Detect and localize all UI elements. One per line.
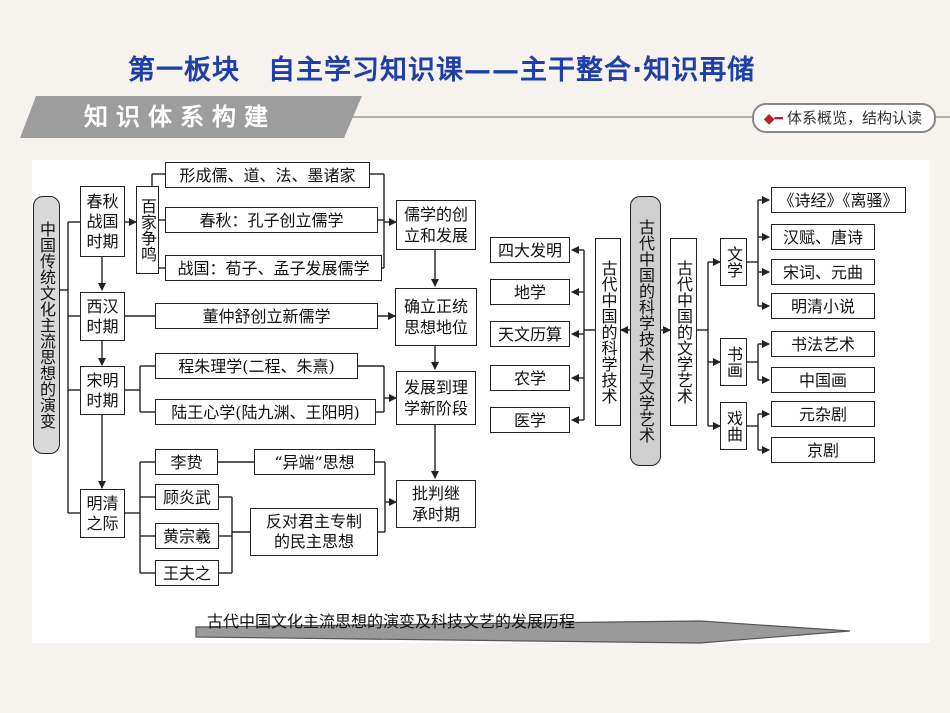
root-sci-lit: 古代中国的科学技术与文学艺术 xyxy=(630,196,661,466)
period-mingqing: 明清之际 xyxy=(80,489,125,538)
item-dong: 董仲舒创立新儒学 xyxy=(155,303,378,329)
shuhua-item-1: 书法艺术 xyxy=(771,331,875,357)
thinker-huang: 黄宗羲 xyxy=(155,523,219,549)
wenxue-item-3: 宋词、元曲 xyxy=(771,259,875,285)
wenxue-item-4: 明清小说 xyxy=(771,293,875,319)
item-heresy: “异端”思想 xyxy=(254,449,375,475)
group-xiqu: 戏曲 xyxy=(720,402,747,450)
timeline-arrow xyxy=(195,620,851,644)
group-wenxue: 文学 xyxy=(720,238,747,286)
stage-create: 儒学的创立和发展 xyxy=(396,200,476,250)
section-subtitle: 体系概览，结构认读 xyxy=(786,109,922,127)
banner-divider xyxy=(340,116,950,118)
literature-label: 古代中国的文学艺术 xyxy=(670,238,697,426)
page-title: 第一板块 自主学习知识课——主干整合·知识再储 xyxy=(128,55,756,86)
item-confucius: 春秋：孔子创立儒学 xyxy=(165,207,378,233)
period-chunqiu: 春秋战国时期 xyxy=(80,186,125,257)
science-item-4: 农学 xyxy=(490,365,570,391)
thinker-gu: 顾炎武 xyxy=(155,484,219,510)
xiqu-item-1: 元杂剧 xyxy=(771,401,875,427)
stage-critique: 批判继承时期 xyxy=(396,480,476,528)
root-mainstream-thought: 中国传统文化主流思想的演变 xyxy=(33,196,60,454)
period-baijia: 百家争鸣 xyxy=(136,186,159,274)
science-label: 古代中国的科学技术 xyxy=(595,238,621,426)
timeline-caption: 古代中国文化主流思想的演变及科技文艺的发展历程 xyxy=(207,612,576,631)
science-item-3: 天文历算 xyxy=(490,321,570,347)
xiqu-item-2: 京剧 xyxy=(771,437,875,463)
period-xihan: 西汉时期 xyxy=(80,292,125,341)
science-item-2: 地学 xyxy=(490,279,570,305)
wenxue-item-2: 汉赋、唐诗 xyxy=(771,224,875,250)
stage-neo: 发展到理学新阶段 xyxy=(396,371,476,425)
science-item-1: 四大发明 xyxy=(490,237,570,263)
science-item-5: 医学 xyxy=(490,407,570,433)
item-xunzi-mencius: 战国：荀子、孟子发展儒学 xyxy=(165,255,382,281)
section-subtitle-badge: ◆━体系概览，结构认读 xyxy=(751,103,936,133)
section-banner: 知识体系构建 ◆━体系概览，结构认读 xyxy=(0,96,950,142)
item-anti-autocracy: 反对君主专制的民主思想 xyxy=(250,508,378,556)
item-chengzhu: 程朱理学(二程、朱熹) xyxy=(155,353,358,379)
item-luwang: 陆王心学(陆九渊、王阳明) xyxy=(155,399,376,425)
thinker-lizhi: 李贽 xyxy=(155,449,218,475)
stage-orthodox: 确立正统思想地位 xyxy=(395,288,477,346)
wenxue-item-1: 《诗经》《离骚》 xyxy=(771,187,906,213)
shuhua-item-2: 中国画 xyxy=(771,367,875,393)
section-title: 知识体系构建 xyxy=(20,96,362,138)
item-form-schools: 形成儒、道、法、墨诸家 xyxy=(165,162,370,188)
period-songming: 宋明时期 xyxy=(80,366,125,415)
double-arrow-icon: ◆━ xyxy=(763,111,783,127)
thinker-wang: 王夫之 xyxy=(155,560,219,586)
group-shuhua: 书画 xyxy=(720,338,747,386)
